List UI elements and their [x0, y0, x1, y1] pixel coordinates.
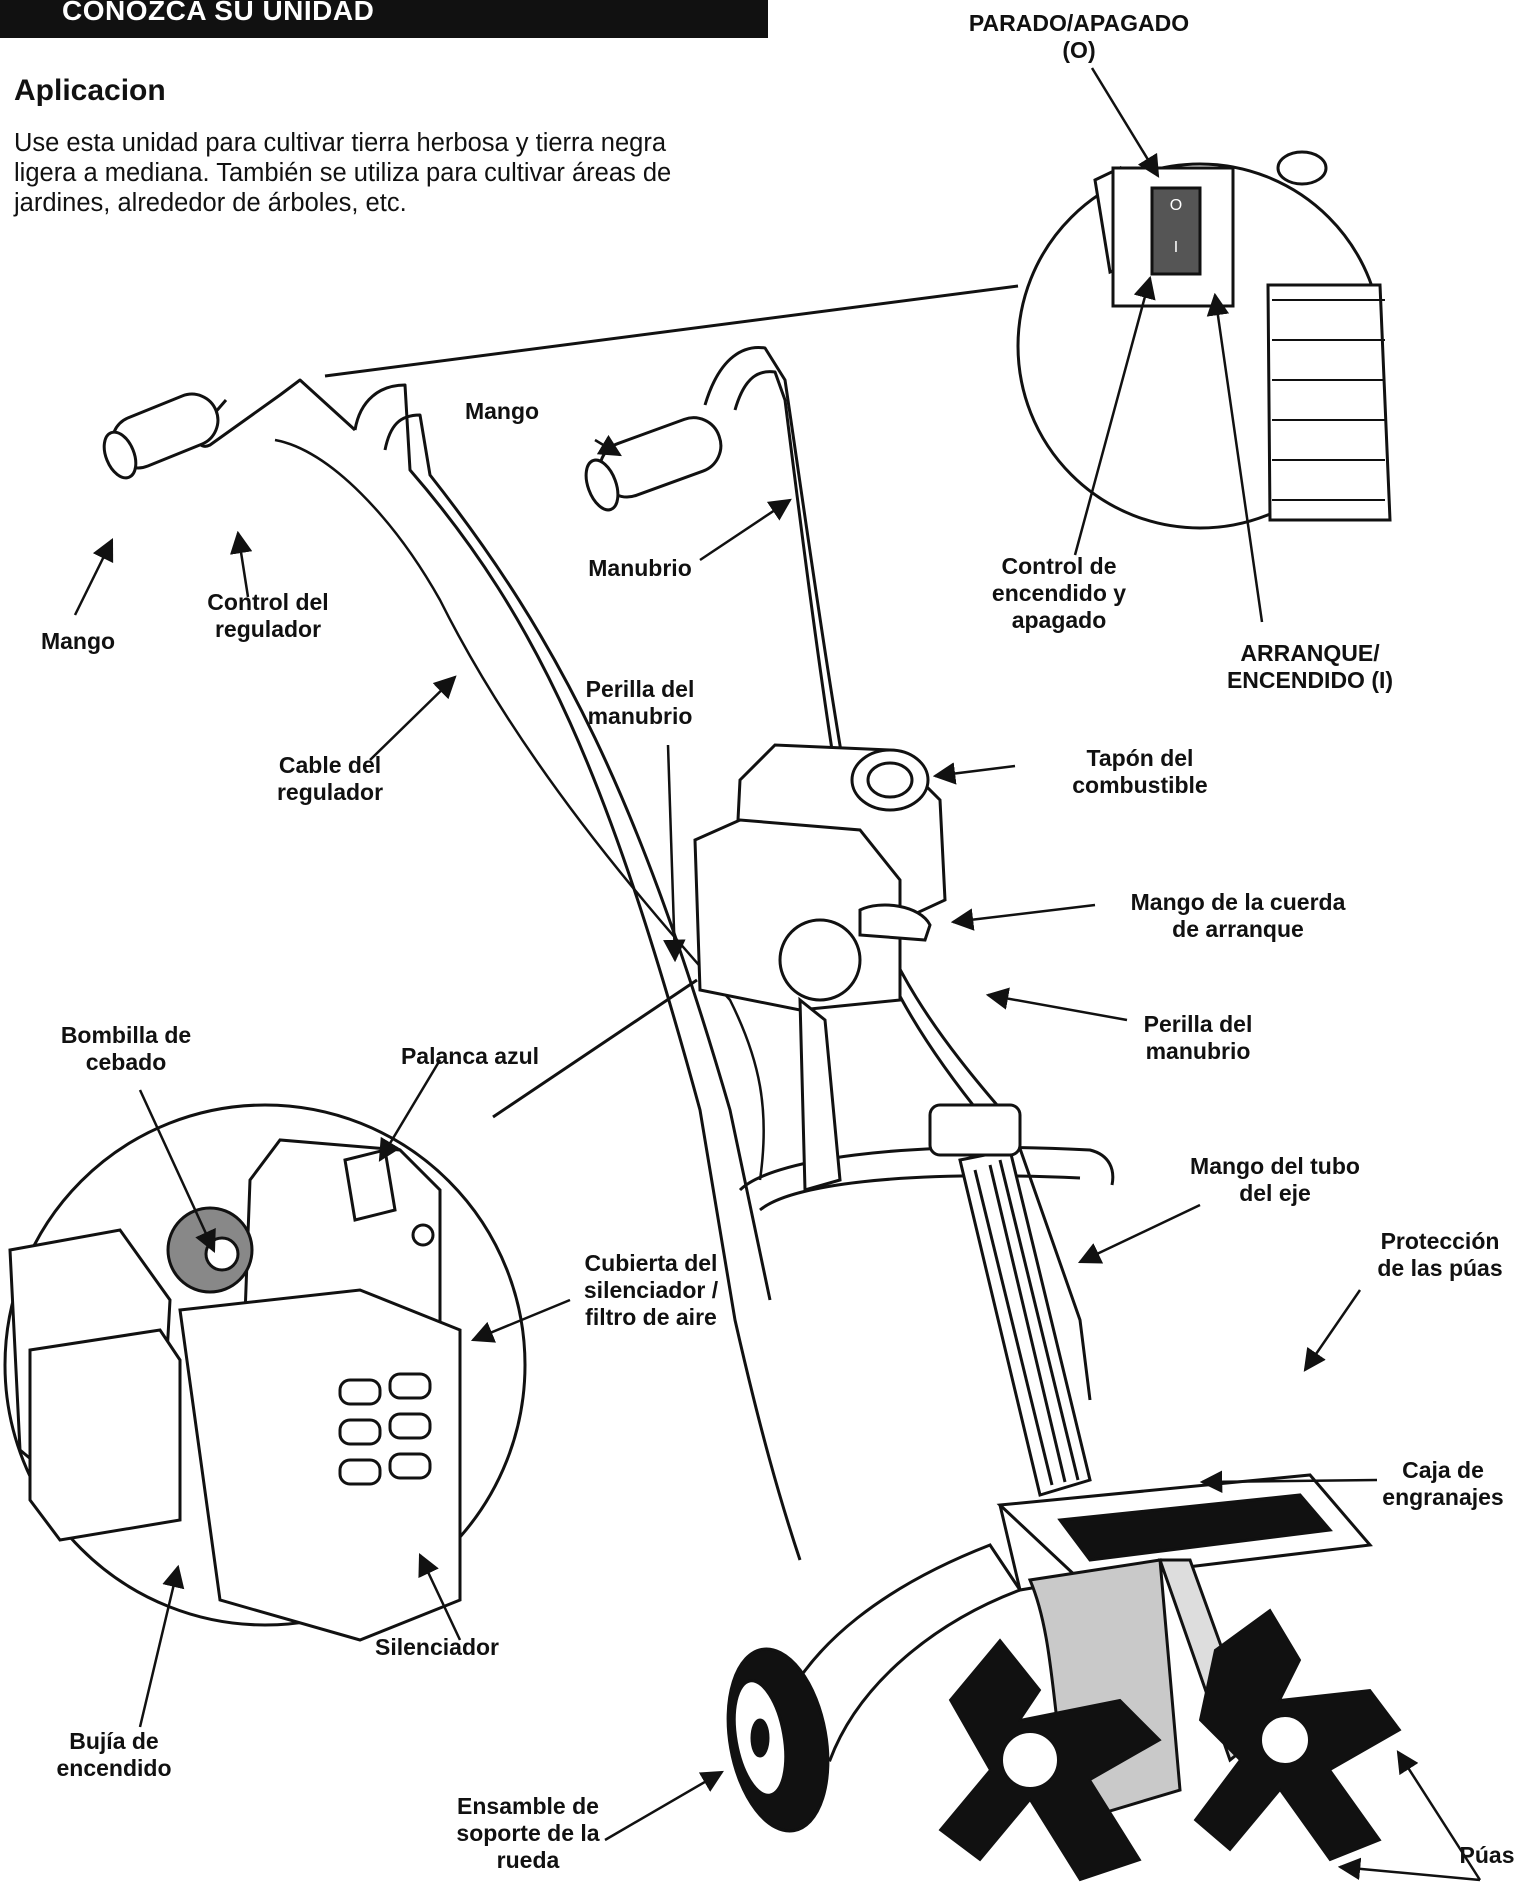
- label-tine-shield: Protección de las púas: [1377, 1228, 1503, 1281]
- engine-zoom-circle: [3, 1103, 527, 1642]
- zoom-connector-engine: [492, 978, 698, 1119]
- application-description: Use esta unidad para cultivar tierra her…: [14, 129, 672, 217]
- label-muffler-cover: Cubierta del silenciador / filtro de air…: [583, 1250, 719, 1330]
- label-muffler: Silenciador: [375, 1634, 499, 1660]
- shaft-tube: [928, 1103, 1092, 1497]
- label-off-position: PARADO/APAGADO (O): [968, 10, 1190, 63]
- switch-off-symbol: O: [1170, 197, 1182, 214]
- on-off-switch: [1150, 186, 1202, 276]
- label-wheel-assembly: Ensamble de soporte de la rueda: [456, 1793, 600, 1873]
- label-handlebar: Manubrio: [588, 555, 692, 581]
- label-spark-plug: Bujía de encendido: [56, 1728, 172, 1781]
- label-gearbox: Caja de engranajes: [1382, 1457, 1504, 1510]
- label-starter-rope-handle: Mango de la cuerda de arranque: [1130, 889, 1346, 942]
- label-handle-grip-left: Mango: [40, 628, 116, 654]
- engine: [693, 743, 947, 1192]
- label-throttle-control: Control del regulador: [207, 589, 329, 642]
- label-blue-lever: Palanca azul: [400, 1043, 540, 1069]
- label-handle-grip-center: Mango: [464, 398, 540, 424]
- label-on-off-control: Control de encendido y apagado: [991, 553, 1127, 633]
- handle-grips: [102, 392, 723, 512]
- tines: [938, 1608, 1402, 1882]
- leader-arrows: [73, 67, 1482, 1882]
- label-primer-bulb: Bombilla de cebado: [60, 1022, 192, 1075]
- section-header-bar: CONOZCA SU UNIDAD: [0, 0, 768, 38]
- label-fuel-cap: Tapón del combustible: [1072, 745, 1208, 798]
- tine-shield: [996, 1473, 1373, 1592]
- label-handlebar-knob-right: Perilla del manubrio: [1143, 1011, 1253, 1064]
- switch-on-symbol: I: [1174, 239, 1178, 256]
- zoom-connector-switch: [324, 284, 1019, 378]
- label-tines: Púas: [1459, 1842, 1515, 1868]
- section-header-title: CONOZCA SU UNIDAD: [62, 0, 375, 26]
- switch-zoom-circle: O I: [1016, 150, 1392, 530]
- label-handlebar-knob-top: Perilla del manubrio: [585, 676, 695, 729]
- throttle-cable: [274, 438, 765, 1181]
- label-throttle-cable: Cable del regulador: [276, 752, 384, 805]
- application-heading: Aplicacion: [14, 74, 166, 107]
- label-shaft-tube-handle: Mango del tubo del eje: [1190, 1153, 1360, 1206]
- label-start-position: ARRANQUE/ ENCENDIDO (I): [1226, 640, 1394, 693]
- wheel-assembly: [726, 1543, 1023, 1833]
